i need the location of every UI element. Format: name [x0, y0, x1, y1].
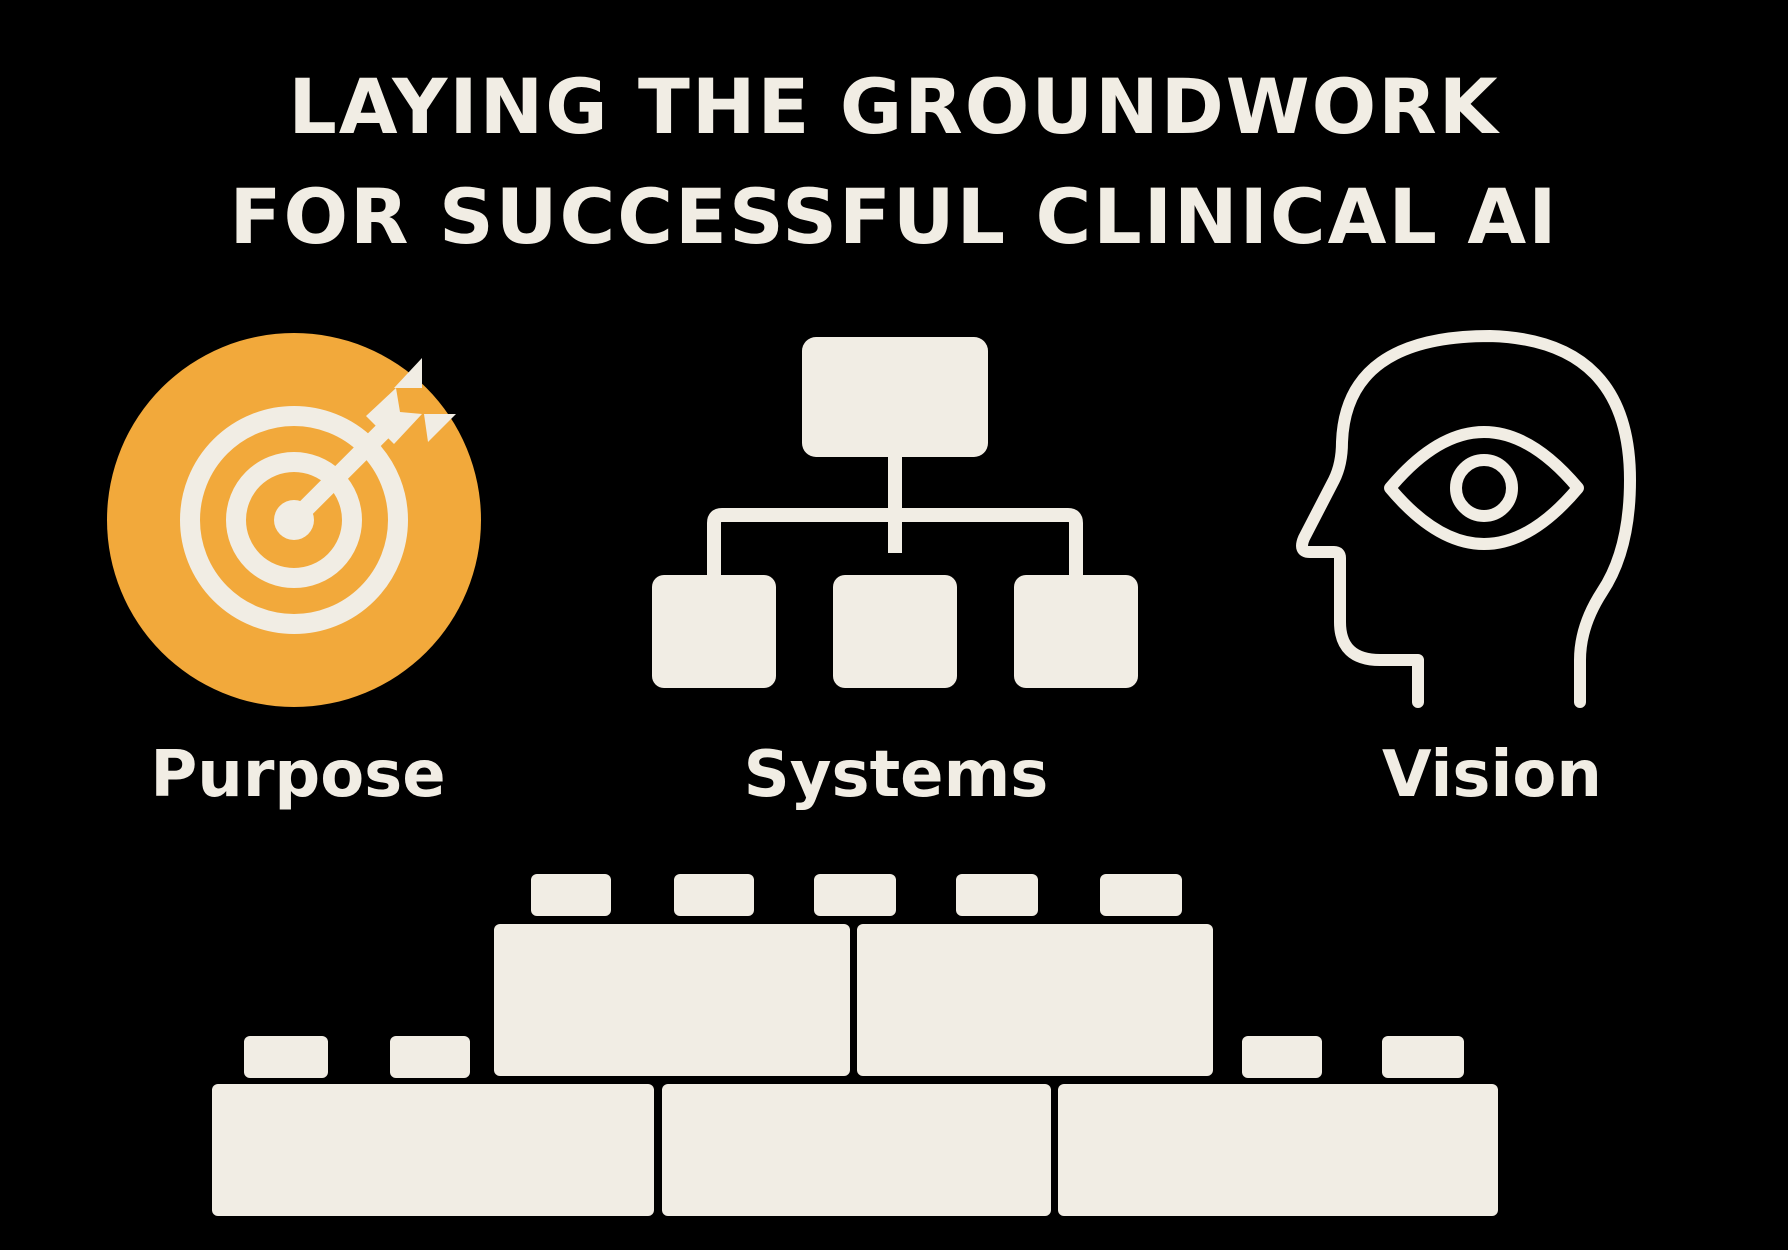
- head-with-eye-icon: [1296, 330, 1636, 708]
- title-line-2: FOR SUCCESSFUL CLINICAL AI: [229, 172, 1559, 261]
- target-with-arrow-icon: [107, 333, 481, 707]
- systems-pillar: [650, 335, 1140, 690]
- building-blocks-icon: [212, 874, 1498, 1216]
- vision-pillar: [1290, 330, 1650, 710]
- foundation-blocks: [210, 870, 1510, 1220]
- title-line-1: LAYING THE GROUNDWORK: [288, 62, 1500, 151]
- vision-label: Vision: [1382, 738, 1602, 812]
- org-chart-icon: [652, 337, 1138, 688]
- systems-label: Systems: [743, 738, 1049, 812]
- purpose-label: Purpose: [150, 738, 446, 812]
- purpose-pillar: [104, 330, 484, 710]
- page-title: LAYING THE GROUNDWORK FOR SUCCESSFUL CLI…: [0, 52, 1788, 272]
